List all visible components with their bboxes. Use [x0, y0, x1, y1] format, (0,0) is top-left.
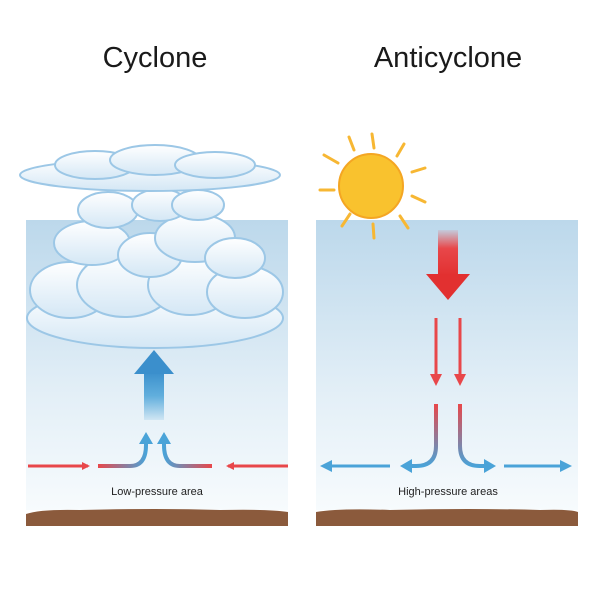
cloud-icon — [19, 144, 284, 349]
anticyclone-panel: High-pressure areas — [316, 132, 578, 526]
updraft-arrow-icon — [134, 350, 174, 420]
subsidence-arrow-icon — [426, 230, 470, 300]
diverging-winds-icon — [320, 404, 572, 473]
anticyclone-ground — [316, 509, 578, 526]
cyclone-ground — [26, 509, 288, 526]
cyclone-panel: Low-pressure area — [19, 144, 288, 526]
high-pressure-label: High-pressure areas — [398, 486, 498, 498]
descending-air-arrows-icon — [430, 318, 466, 386]
sun-icon — [318, 132, 427, 240]
low-pressure-label: Low-pressure area — [111, 486, 204, 498]
converging-winds-icon — [28, 432, 288, 470]
cyclone-title: Cyclone — [102, 42, 208, 74]
anticyclone-title: Anticyclone — [373, 42, 523, 74]
